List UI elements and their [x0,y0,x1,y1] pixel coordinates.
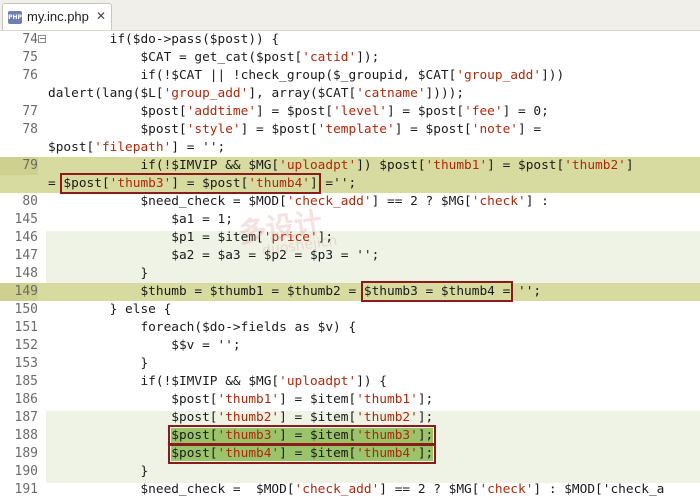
code-line: 146 $p1 = $item['price']; [0,229,700,247]
code-text: $CAT = get_cat($post['catid']); [48,50,380,65]
line-number: 75 [22,50,38,65]
code-fragment: ''; [518,284,542,299]
code-text: dalert(lang($L['group_add'], array($CAT[… [48,86,465,101]
code-text: if(!$IMVIP && $MG['uploadpt']) { [48,374,388,389]
code-line: 77 $post['addtime'] = $post['level'] = $… [0,103,700,121]
line-number: 78 [22,122,38,137]
line-number: 147 [14,248,38,263]
line-number: 79 [0,157,38,175]
code-line-selected: 189 $post['thumb4'] = $item['thumb4']; [0,443,700,464]
line-number: 189 [14,446,38,461]
code-text: $post['addtime'] = $post['level'] = $pos… [48,104,549,119]
code-text: $$v = ''; [48,338,241,353]
code-editor[interactable]: 74 − if($do->pass($post)) { 75 $CAT = ge… [0,31,700,502]
code-fragment [48,428,171,443]
fold-collapse-icon[interactable]: − [38,34,46,43]
code-text: $p1 = $item['price']; [48,230,334,245]
code-line: 187 $post['thumb2'] = $item['thumb2']; [0,409,700,427]
code-line-wrapped: dalert(lang($L['group_add'], array($CAT[… [0,85,700,103]
code-line: 191 $need_check = $MOD['check_add'] == 2… [0,481,700,499]
code-line: 148 } [0,265,700,283]
code-line: 75 $CAT = get_cat($post['catid']); [0,49,700,67]
code-line: 76 if(!$CAT || !check_group($_groupid, $… [0,67,700,85]
code-fragment: = [48,176,64,191]
line-number: 186 [14,392,38,407]
code-text: } [48,356,149,371]
code-text: $post['thumb3'] = $item['thumb3']; [48,425,700,446]
code-text: $post['thumb2'] = $item['thumb2']; [48,410,434,425]
code-text: if(!$IMVIP && $MG['uploadpt']) $post['th… [48,158,634,173]
line-number: 188 [14,428,38,443]
code-text: $thumb = $thumb1 = $thumb2 = $thumb3 = $… [48,281,700,302]
code-line-selected: 188 $post['thumb3'] = $item['thumb3']; [0,425,700,446]
tab-bar: PHP my.inc.php ✕ [0,0,700,31]
code-line-highlighted: 79 if(!$IMVIP && $MG['uploadpt']) $post[… [0,157,700,175]
code-line: 151 foreach($do->fields as $v) { [0,319,700,337]
code-text: $a2 = $a3 = $p2 = $p3 = ''; [48,248,380,263]
line-number: 150 [14,302,38,317]
code-line: 145 $a1 = 1; [0,211,700,229]
code-line: 153 } [0,355,700,373]
line-number: 80 [22,194,38,209]
code-line: 186 $post['thumb1'] = $item['thumb1']; [0,391,700,409]
tab-my-inc-php[interactable]: PHP my.inc.php ✕ [2,3,112,30]
line-number: 145 [14,212,38,227]
code-fragment: =''; [317,176,357,191]
code-text: } [48,266,149,281]
tab-title: my.inc.php [27,9,89,24]
line-number: 187 [14,410,38,425]
code-text: $need_check = $MOD['check_add'] == 2 ? $… [48,482,665,497]
code-line-wrapped: $post['filepath'] = ''; [0,139,700,157]
highlight-box: $thumb3 = $thumb4 = [360,281,514,302]
line-number: 191 [14,482,38,497]
code-fragment [48,446,171,461]
code-text: if(!$CAT || !check_group($_groupid, $CAT… [48,68,565,83]
line-number: 76 [22,68,38,83]
code-line: 147 $a2 = $a3 = $p2 = $p3 = ''; [0,247,700,265]
code-fragment: $thumb = $thumb1 = $thumb2 = [48,284,364,299]
line-number: 77 [22,104,38,119]
code-line: 185 if(!$IMVIP && $MG['uploadpt']) { [0,373,700,391]
code-line: 190 } [0,463,700,481]
line-number: 190 [14,464,38,479]
code-line: 74 − if($do->pass($post)) { [0,31,700,49]
close-icon[interactable]: ✕ [96,9,107,23]
line-number: 185 [14,374,38,389]
highlight-box: $post['thumb3'] = $post['thumb4'] [60,173,321,194]
line-number: 152 [14,338,38,353]
code-text: } [48,464,149,479]
line-number: 148 [14,266,38,281]
code-text: $a1 = 1; [48,212,233,227]
code-line: 152 $$v = ''; [0,337,700,355]
highlight-box: $post['thumb3'] = $item['thumb3']; [168,425,437,446]
code-line: 78 $post['style'] = $post['template'] = … [0,121,700,139]
code-line: 80 $need_check = $MOD['check_add'] == 2 … [0,193,700,211]
line-number: 153 [14,356,38,371]
code-text: $post['filepath'] = ''; [48,140,226,155]
code-text: $post['style'] = $post['template'] = $po… [48,122,542,137]
code-text: foreach($do->fields as $v) { [48,320,357,335]
code-text: = $post['thumb3'] = $post['thumb4'] =''; [48,173,700,194]
code-text: if($do->pass($post)) { [48,32,280,47]
code-text: $need_check = $MOD['check_add'] == 2 ? $… [48,194,549,209]
scope-band [46,231,700,285]
php-file-icon: PHP [8,11,22,24]
line-number: 74 [22,32,38,47]
line-number: 146 [14,230,38,245]
code-text: $post['thumb1'] = $item['thumb1']; [48,392,434,407]
code-line-highlighted-wrapped: = $post['thumb3'] = $post['thumb4'] =''; [0,173,700,194]
highlight-box: $post['thumb4'] = $item['thumb4']; [168,443,437,464]
line-number: 151 [14,320,38,335]
code-text: $post['thumb4'] = $item['thumb4']; [48,443,700,464]
code-text: } else { [48,302,172,317]
line-number: 149 [0,283,38,301]
code-line: 150 } else { [0,301,700,319]
code-line-highlighted: 149 $thumb = $thumb1 = $thumb2 = $thumb3… [0,281,700,302]
